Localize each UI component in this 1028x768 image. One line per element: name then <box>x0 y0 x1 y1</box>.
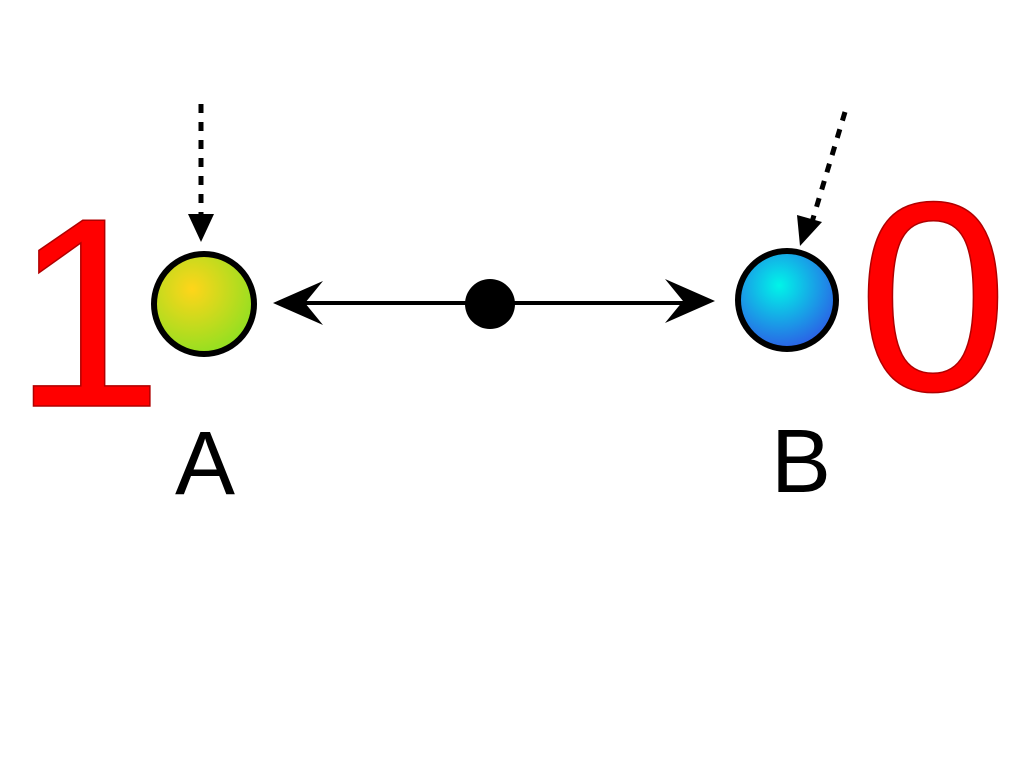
dotted-arrow-to-b <box>797 111 848 246</box>
value-digit-b: 0 <box>858 147 1008 448</box>
center-dot <box>465 279 515 329</box>
arrowhead-left <box>273 281 323 325</box>
node-a-label: A <box>175 414 235 514</box>
dotted-arrow-to-a <box>188 104 214 242</box>
node-b-circle[interactable] <box>735 248 839 352</box>
node-b-label: B <box>771 412 831 512</box>
value-digit-a: 1 <box>13 163 163 464</box>
node-a-circle[interactable] <box>151 251 257 357</box>
arrowhead-right <box>665 279 715 323</box>
